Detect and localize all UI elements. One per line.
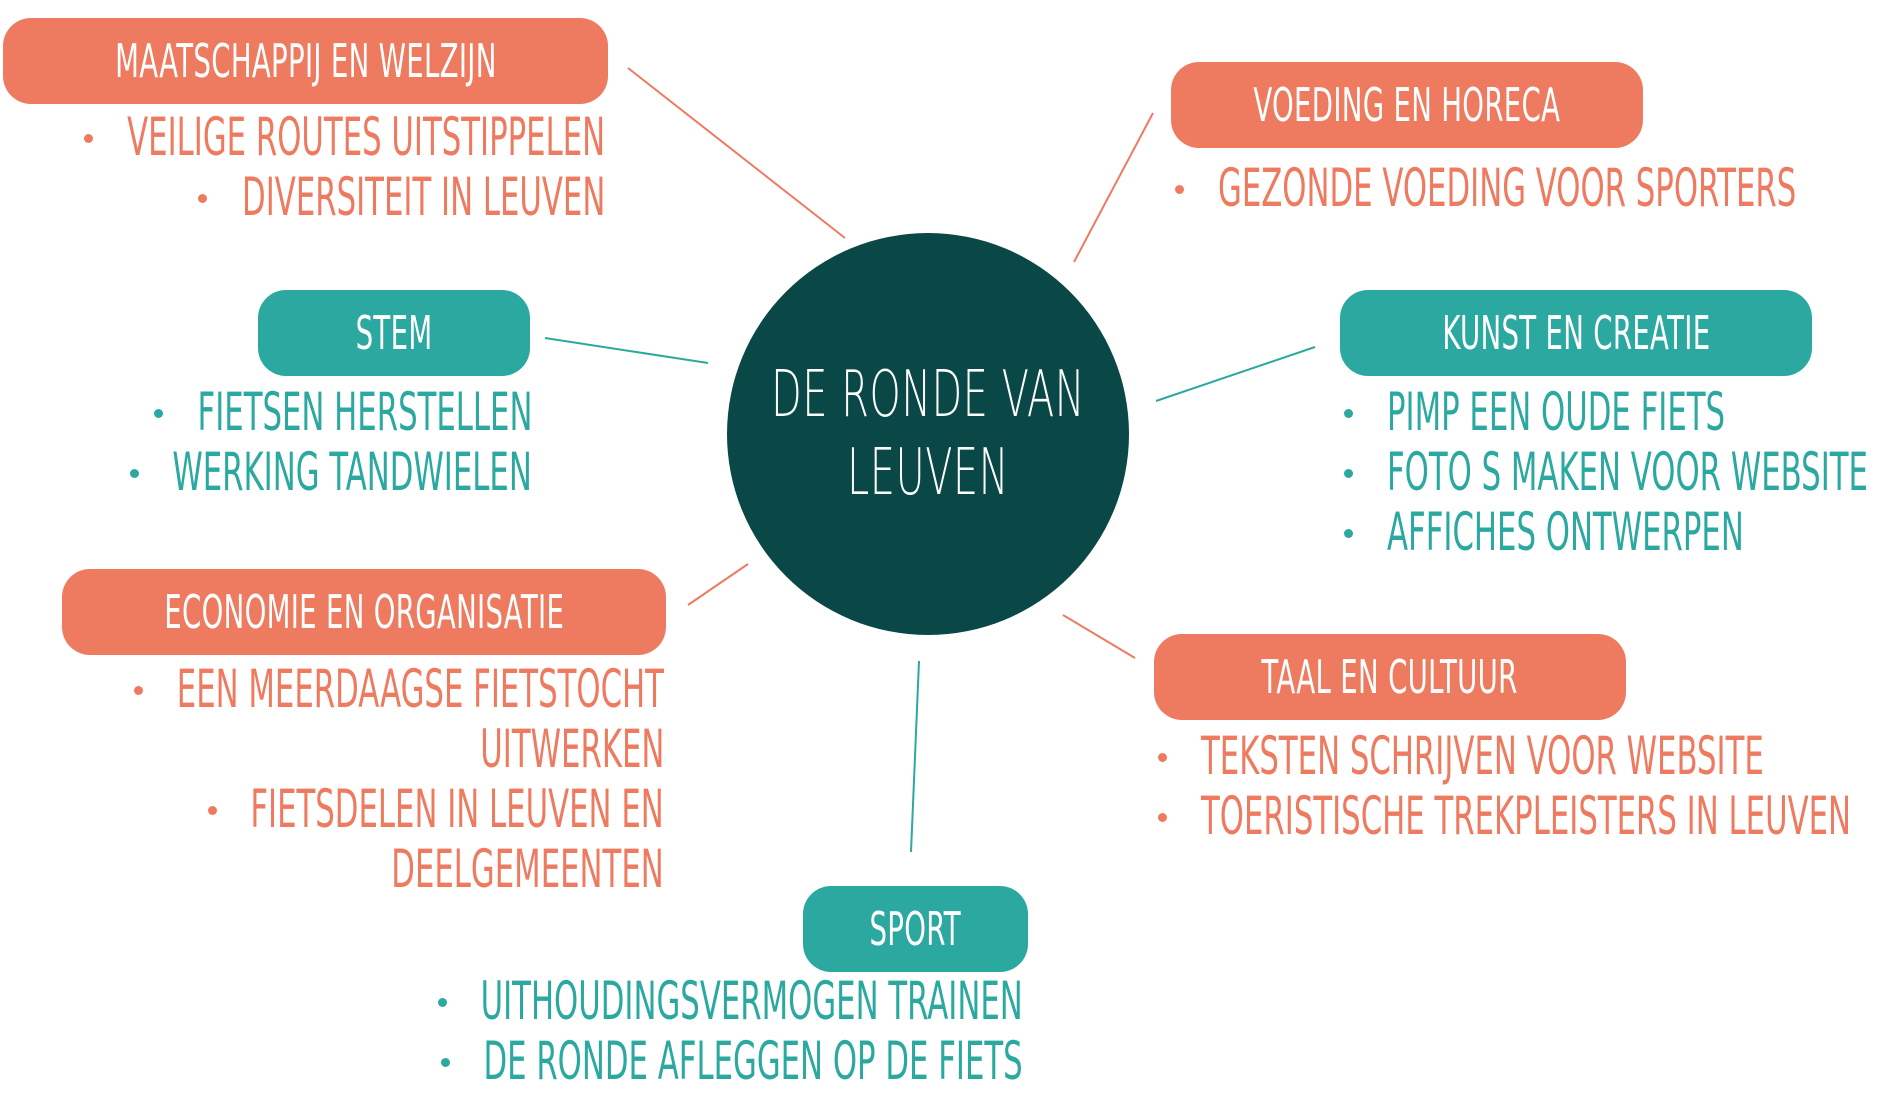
connector-taal — [1062, 614, 1136, 659]
bullet-icon — [1158, 752, 1167, 762]
list-item-continuation: UITWERKEN — [134, 720, 664, 780]
connector-economie — [687, 563, 749, 606]
topic-pill-kunst: KUNST EN CREATIE — [1340, 290, 1812, 376]
list-item: EEN MEERDAAGSE FIETSTOCHT — [133, 659, 664, 720]
bullet-icon — [1344, 468, 1353, 478]
list-item-text: FIETSDELEN IN LEUVEN EN — [250, 779, 664, 840]
topic-pill-taal: TAAL EN CULTUUR — [1154, 634, 1626, 720]
topic-pill-sport: SPORT — [803, 886, 1028, 972]
list-item-text: UITWERKEN — [479, 719, 664, 780]
central-topic: DE RONDE VAN LEUVEN — [727, 233, 1129, 635]
list-item: DE RONDE AFLEGGEN OP DE FIETS — [438, 1032, 1023, 1092]
central-topic-title: DE RONDE VAN LEUVEN — [771, 356, 1085, 512]
bullet-icon — [207, 805, 217, 815]
bullet-icon — [1344, 408, 1353, 418]
bullet-icon — [83, 133, 93, 143]
connector-maatschappij — [627, 67, 846, 239]
central-topic-line-2: LEUVEN — [847, 436, 1009, 510]
topic-list-maatschappij: VEILIGE ROUTES UITSTIPPELEN DIVERSITEIT … — [83, 107, 605, 228]
list-item-text: DEELGEMEENTEN — [391, 839, 664, 900]
topic-pill-economie: ECONOMIE EN ORGANISATIE — [62, 569, 666, 655]
list-item-text: DE RONDE AFLEGGEN OP DE FIETS — [483, 1031, 1023, 1092]
topic-title-stem: STEM — [355, 306, 433, 360]
list-item-text: FOTO S MAKEN VOOR WEBSITE — [1387, 442, 1868, 503]
list-item-text: GEZONDE VOEDING VOOR SPORTERS — [1218, 158, 1797, 219]
bullet-icon — [441, 1057, 451, 1067]
bullet-icon — [198, 193, 208, 203]
list-item-text: VEILIGE ROUTES UITSTIPPELEN — [126, 107, 605, 168]
connector-sport — [910, 660, 920, 853]
list-item-continuation: DEELGEMEENTEN — [134, 840, 664, 900]
connector-kunst — [1155, 346, 1316, 402]
topic-pill-voeding: VOEDING EN HORECA — [1171, 62, 1643, 148]
list-item: WERKING TANDWIELEN — [129, 442, 532, 503]
topic-title-sport: SPORT — [869, 902, 962, 956]
list-item-text: TOERISTISCHE TREKPLEISTERS IN LEUVEN — [1201, 786, 1852, 847]
topic-title-kunst: KUNST EN CREATIE — [1441, 306, 1711, 360]
list-item-text: UITHOUDINGSVERMOGEN TRAINEN — [480, 971, 1023, 1032]
bullet-icon — [1175, 184, 1184, 194]
list-item-text: EEN MEERDAAGSE FIETSTOCHT — [176, 659, 664, 720]
list-item: PIMP EEN OUDE FIETS — [1344, 383, 1868, 443]
bullet-icon — [1344, 528, 1353, 538]
topic-pill-stem: STEM — [258, 290, 530, 376]
topic-title-voeding: VOEDING EN HORECA — [1253, 78, 1561, 132]
list-item: GEZONDE VOEDING VOOR SPORTERS — [1175, 159, 1796, 219]
list-item: TOERISTISCHE TREKPLEISTERS IN LEUVEN — [1158, 787, 1851, 847]
topic-list-sport: UITHOUDINGSVERMOGEN TRAINEN DE RONDE AFL… — [438, 972, 1023, 1092]
list-item: UITHOUDINGSVERMOGEN TRAINEN — [438, 972, 1023, 1032]
topic-list-voeding: GEZONDE VOEDING VOOR SPORTERS — [1175, 159, 1796, 219]
list-item: VEILIGE ROUTES UITSTIPPELEN — [83, 107, 605, 168]
connector-stem — [544, 337, 709, 364]
list-item: FOTO S MAKEN VOOR WEBSITE — [1344, 443, 1868, 503]
bullet-icon — [153, 408, 163, 418]
topic-list-taal: TEKSTEN SCHRIJVEN VOOR WEBSITE TOERISTIS… — [1158, 727, 1851, 847]
topic-title-economie: ECONOMIE EN ORGANISATIE — [164, 585, 564, 639]
topic-title-maatschappij: MAATSCHAPPIJ EN WELZIJN — [114, 34, 497, 88]
connector-voeding — [1073, 112, 1154, 263]
list-item-text: AFFICHES ONTWERPEN — [1387, 502, 1744, 563]
bullet-icon — [438, 997, 448, 1007]
topic-list-kunst: PIMP EEN OUDE FIETS FOTO S MAKEN VOOR WE… — [1344, 383, 1868, 563]
list-item: TEKSTEN SCHRIJVEN VOOR WEBSITE — [1158, 727, 1851, 787]
list-item: DIVERSITEIT IN LEUVEN — [84, 168, 605, 228]
list-item-text: DIVERSITEIT IN LEUVEN — [241, 167, 605, 228]
bullet-icon — [129, 468, 139, 478]
topic-list-economie: EEN MEERDAAGSE FIETSTOCHT UITWERKEN FIET… — [133, 659, 664, 900]
bullet-icon — [1158, 812, 1167, 822]
list-item-text: FIETSEN HERSTELLEN — [197, 382, 532, 443]
list-item: FIETSDELEN IN LEUVEN EN — [134, 780, 664, 840]
list-item: FIETSEN HERSTELLEN — [130, 383, 532, 443]
bullet-icon — [133, 685, 143, 695]
topic-pill-maatschappij: MAATSCHAPPIJ EN WELZIJN — [3, 18, 608, 104]
list-item-text: PIMP EEN OUDE FIETS — [1387, 382, 1726, 443]
topic-title-taal: TAAL EN CULTUUR — [1261, 650, 1519, 704]
list-item: AFFICHES ONTWERPEN — [1344, 503, 1868, 563]
central-topic-line-1: DE RONDE VAN — [771, 358, 1085, 432]
topic-list-stem: FIETSEN HERSTELLEN WERKING TANDWIELEN — [129, 383, 532, 503]
list-item-text: WERKING TANDWIELEN — [172, 442, 532, 503]
list-item-text: TEKSTEN SCHRIJVEN VOOR WEBSITE — [1201, 726, 1764, 787]
